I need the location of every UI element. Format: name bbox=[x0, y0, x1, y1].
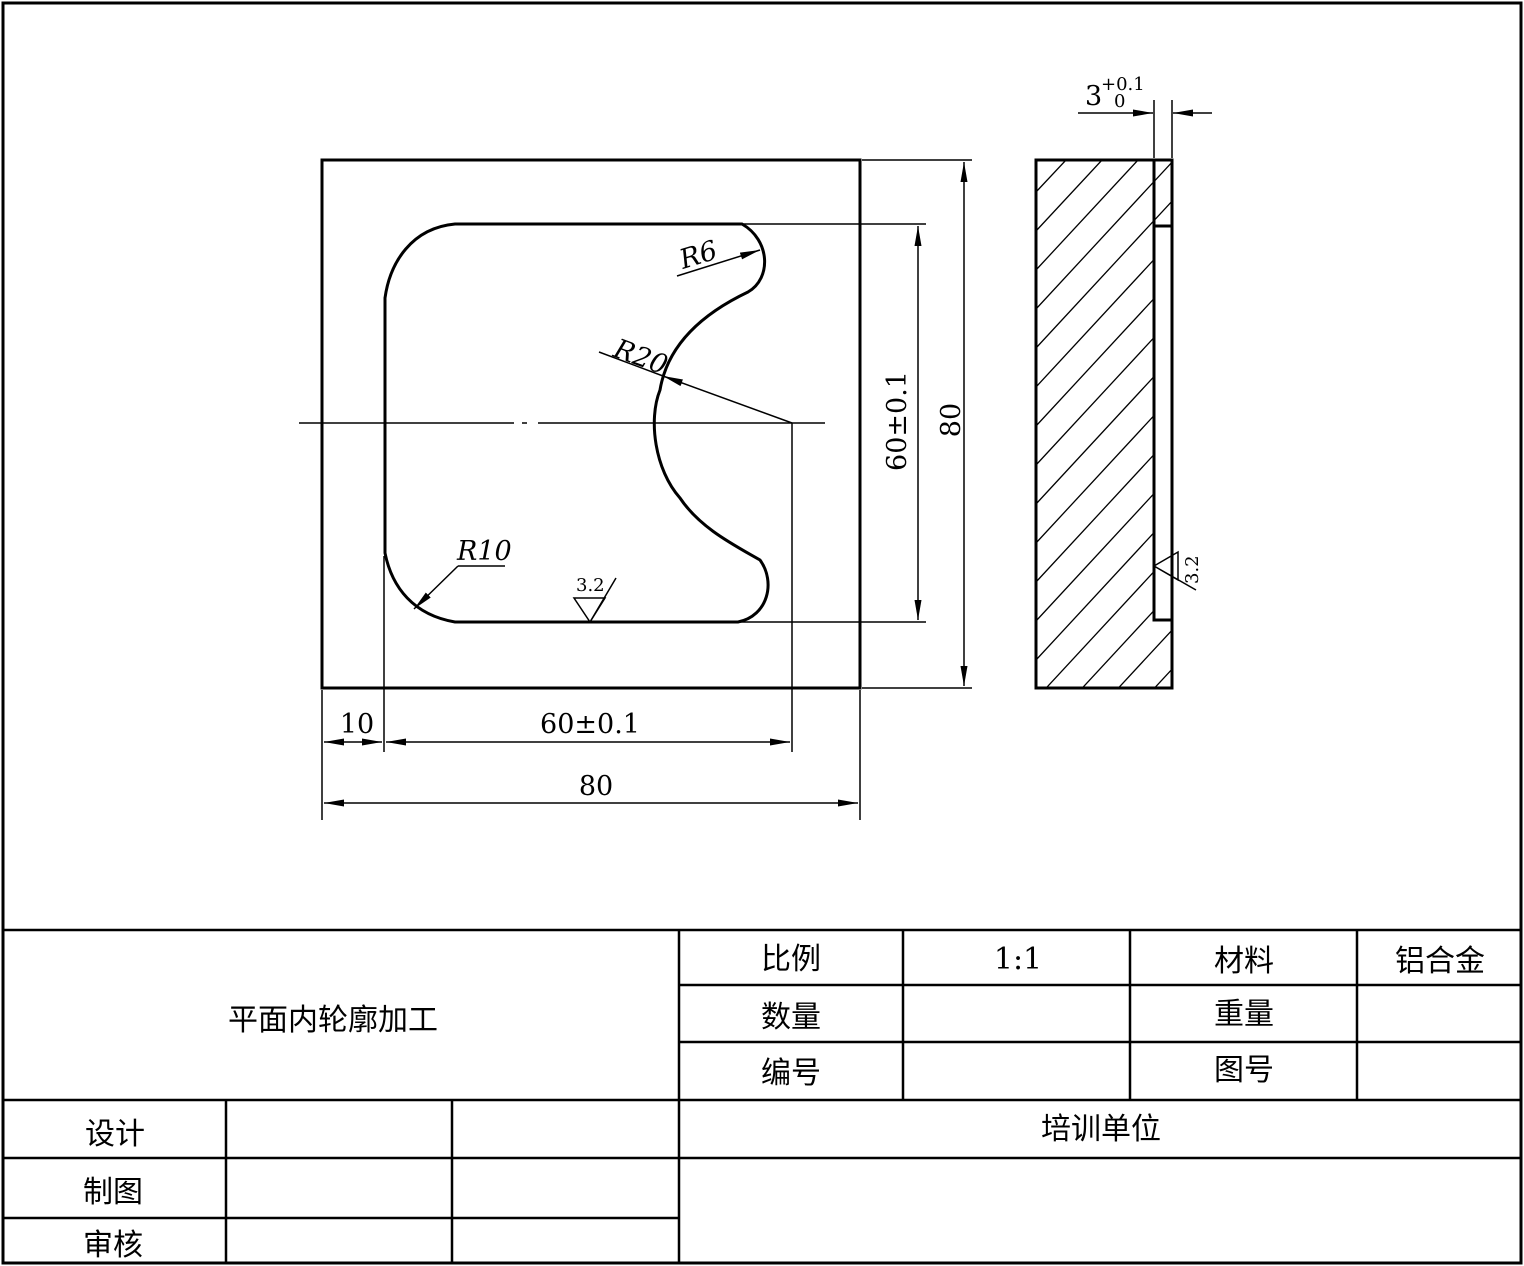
section-hatching bbox=[1036, 160, 1172, 688]
r10-leader bbox=[413, 565, 459, 610]
side-view-outline bbox=[1034, 158, 1174, 690]
dim-vertical-80-label: 80 bbox=[936, 403, 967, 437]
design-label: 设计 bbox=[85, 1117, 145, 1152]
depth-dim-upper-tol: +0.1 bbox=[1101, 74, 1145, 95]
r20-label: R20 bbox=[609, 333, 672, 381]
dim-horizontal-60-label: 60±0.1 bbox=[540, 709, 640, 740]
review-label: 审核 bbox=[83, 1228, 143, 1263]
scale-value: 1:1 bbox=[994, 942, 1042, 977]
r6-leader bbox=[676, 249, 761, 277]
depth-dim-lower-tol: 0 bbox=[1114, 91, 1125, 112]
r6-label: R6 bbox=[675, 235, 721, 276]
outer-plate-outline bbox=[320, 158, 862, 690]
roughness-value: 3.2 bbox=[576, 575, 605, 596]
depth-dim-base: 3 bbox=[1085, 81, 1102, 112]
part-name: 平面内轮廓加工 bbox=[228, 1003, 438, 1038]
draft-label: 制图 bbox=[83, 1175, 143, 1210]
dim-10-label: 10 bbox=[340, 709, 374, 740]
r20-leader bbox=[662, 375, 793, 424]
material-label: 材料 bbox=[1214, 944, 1274, 979]
dim-vertical-60-label: 60±0.1 bbox=[882, 371, 913, 471]
side-view: 3 +0.1 0 3.2 bbox=[1034, 74, 1212, 690]
organization-label: 培训单位 bbox=[1041, 1112, 1161, 1147]
r10-label: R10 bbox=[456, 536, 512, 567]
front-view: R6 R20 R10 3.2 60±0.1 80 10 60±0.1 80 bbox=[299, 158, 972, 820]
roughness-value-side: 3.2 bbox=[1182, 555, 1203, 584]
scale-label: 比例 bbox=[761, 942, 821, 977]
roughness-symbol-side bbox=[1152, 550, 1197, 591]
title-block-text: 平面内轮廓加工 比例 1:1 材料 铝合金 数量 重量 编号 图号 设计 制图 … bbox=[83, 942, 1485, 1263]
code-label: 编号 bbox=[761, 1056, 821, 1091]
drawing-no-label: 图号 bbox=[1214, 1053, 1274, 1088]
inner-pocket-contour bbox=[383, 222, 770, 624]
roughness-symbol bbox=[572, 577, 617, 624]
weight-label: 重量 bbox=[1214, 997, 1274, 1032]
quantity-label: 数量 bbox=[761, 1000, 821, 1035]
material-value: 铝合金 bbox=[1395, 944, 1485, 979]
title-block bbox=[3, 928, 1521, 1263]
dim-horizontal-80-label: 80 bbox=[579, 771, 613, 802]
r20-leader-tail bbox=[598, 351, 664, 377]
